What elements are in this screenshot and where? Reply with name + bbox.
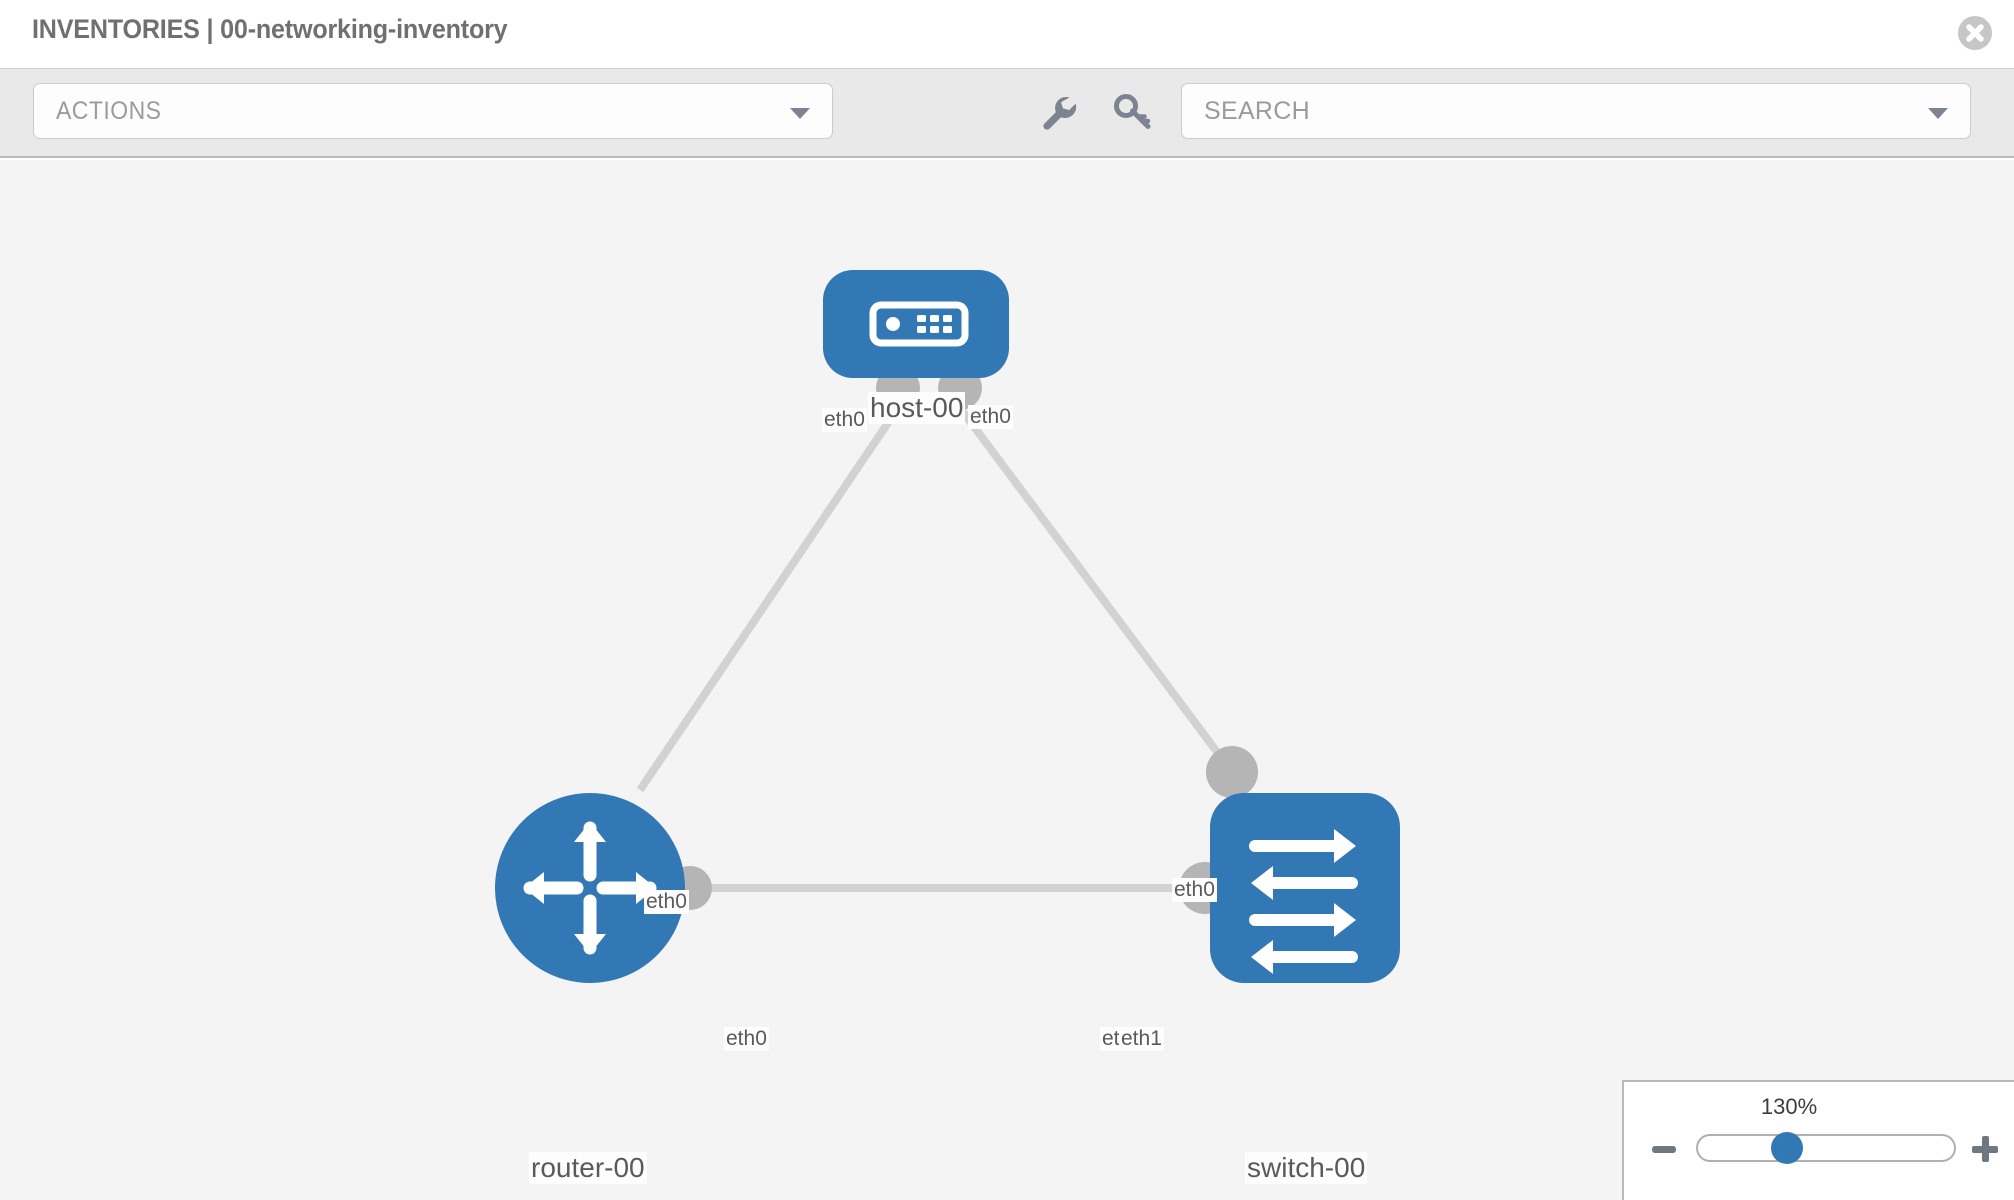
zoom-slider-track[interactable] <box>1696 1134 1956 1162</box>
node-host-00 <box>823 270 1009 378</box>
zoom-in-button[interactable] <box>1972 1136 1998 1162</box>
iface-label-router-up: eth0 <box>644 890 689 915</box>
actions-dropdown-label: ACTIONS <box>56 97 162 125</box>
page-title: INVENTORIES | 00-networking-inventory <box>32 14 508 44</box>
link-host-router <box>636 405 902 793</box>
links-layer <box>636 405 1236 892</box>
zoom-percent-label: 130% <box>1760 1094 1818 1119</box>
node-label-switch-00: switch-00 <box>1245 1152 1368 1185</box>
link-host-switch <box>956 405 1236 775</box>
toolbar: ACTIONS SEARCH <box>0 68 2014 158</box>
iface-label-host-right: eth0 <box>968 405 1013 430</box>
page-header: INVENTORIES | 00-networking-inventory <box>0 0 2014 68</box>
zoom-out-button[interactable] <box>1652 1146 1676 1153</box>
search-input[interactable]: SEARCH <box>1181 83 1971 139</box>
wrench-icon[interactable] <box>1035 89 1081 135</box>
node-router-00 <box>495 793 685 983</box>
actions-dropdown[interactable]: ACTIONS <box>33 83 833 139</box>
node-switch-00 <box>1210 793 1400 983</box>
close-icon[interactable] <box>1958 16 1992 50</box>
zoom-control-panel: 130% <box>1622 1080 2014 1200</box>
node-label-host-00: host-00 <box>868 392 966 425</box>
zoom-slider-thumb[interactable] <box>1771 1132 1803 1164</box>
topology-canvas[interactable]: eth0 host-00 eth0 eth0 eth0 eth0 eth0 et… <box>0 160 2014 1200</box>
iface-label-switch-left: eth1 <box>1119 1027 1164 1052</box>
ports-layer <box>668 366 1258 914</box>
iface-label-router-right: eth0 <box>724 1027 769 1052</box>
iface-label-switch-up: eth0 <box>1172 878 1217 903</box>
key-icon[interactable] <box>1110 89 1156 135</box>
topology-graph <box>495 270 1400 983</box>
search-placeholder: SEARCH <box>1204 97 1310 125</box>
port-switch-top <box>1206 746 1258 798</box>
chevron-down-icon[interactable] <box>1928 108 1948 119</box>
iface-label-host-left: eth0 <box>822 408 867 433</box>
node-label-router-00: router-00 <box>529 1152 647 1185</box>
chevron-down-icon <box>790 108 810 119</box>
